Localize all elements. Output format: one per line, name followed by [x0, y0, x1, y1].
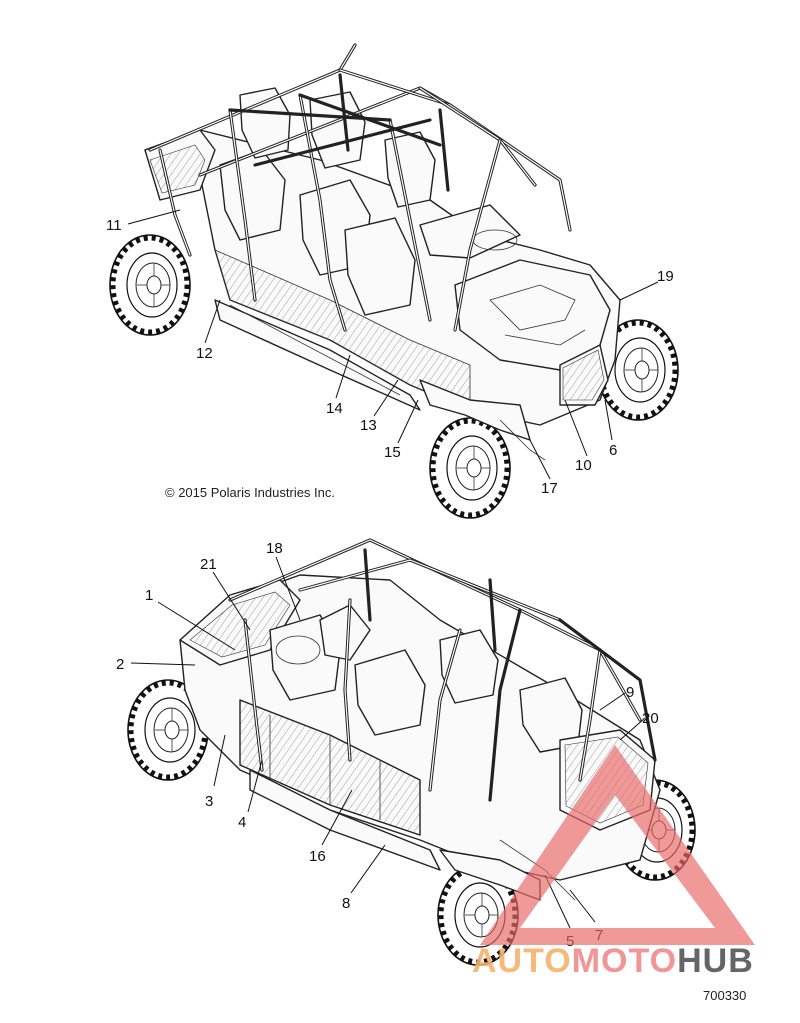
callout-label: 15: [384, 444, 401, 461]
callout-label: 6: [609, 442, 617, 459]
callout-label: 13: [360, 417, 377, 434]
top-callout-leaders: [127, 209, 659, 480]
callout-label: 8: [342, 895, 350, 912]
figure-number: 700330: [703, 988, 746, 1003]
watermark-triangle: [480, 745, 755, 945]
callout-label: 16: [309, 848, 326, 865]
front-left-wheel: [430, 418, 510, 518]
top-vehicle-illustration: [110, 43, 678, 518]
bottom-callout-leaders: [130, 556, 646, 929]
watermark-logo: AUTOMOTOHUB: [472, 745, 755, 980]
callout-label: 18: [266, 540, 283, 557]
callout-label: 10: [575, 457, 592, 474]
callout-label: 19: [657, 268, 674, 285]
watermark-text-auto: AUTO: [472, 942, 572, 980]
callout-label: 17: [541, 480, 558, 497]
svg-text:AUTOMOTOHUB: AUTOMOTOHUB: [472, 942, 754, 980]
callout-label: 1: [145, 587, 153, 604]
rear-left-wheel: [110, 235, 190, 335]
callout-label: 3: [205, 793, 213, 810]
callout-label: 20: [642, 710, 659, 727]
watermark-text-moto: MOTO: [572, 942, 677, 980]
callout-label: 2: [116, 656, 124, 673]
watermark-text-hub: HUB: [677, 942, 754, 980]
callout-label: 9: [626, 684, 634, 701]
callout-label: 21: [200, 556, 217, 573]
callout-label: 4: [238, 814, 246, 831]
callout-label: 14: [326, 400, 343, 417]
callout-label: 11: [106, 217, 122, 234]
callout-label: 12: [196, 345, 213, 362]
copyright-notice: © 2015 Polaris Industries Inc.: [165, 485, 335, 500]
